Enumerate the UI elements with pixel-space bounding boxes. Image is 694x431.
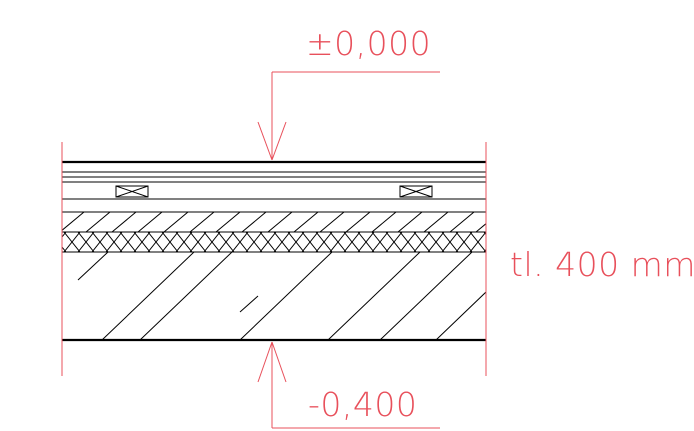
batten-symbol [115, 185, 149, 198]
batten-symbol [399, 185, 433, 198]
concrete-slab-hatch [77, 252, 486, 340]
thickness-label: tl. 400 mm [510, 245, 694, 284]
bottom-level-label: -0,400 [308, 385, 418, 424]
dimension-annotations [61, 71, 487, 429]
floor-layers [62, 160, 486, 342]
cross-hatch-layer [62, 232, 486, 252]
insulation-hatch [62, 212, 486, 232]
bottom-level-marker [257, 341, 440, 429]
top-level-marker [257, 71, 440, 161]
top-level-label: ±0,000 [306, 24, 432, 63]
